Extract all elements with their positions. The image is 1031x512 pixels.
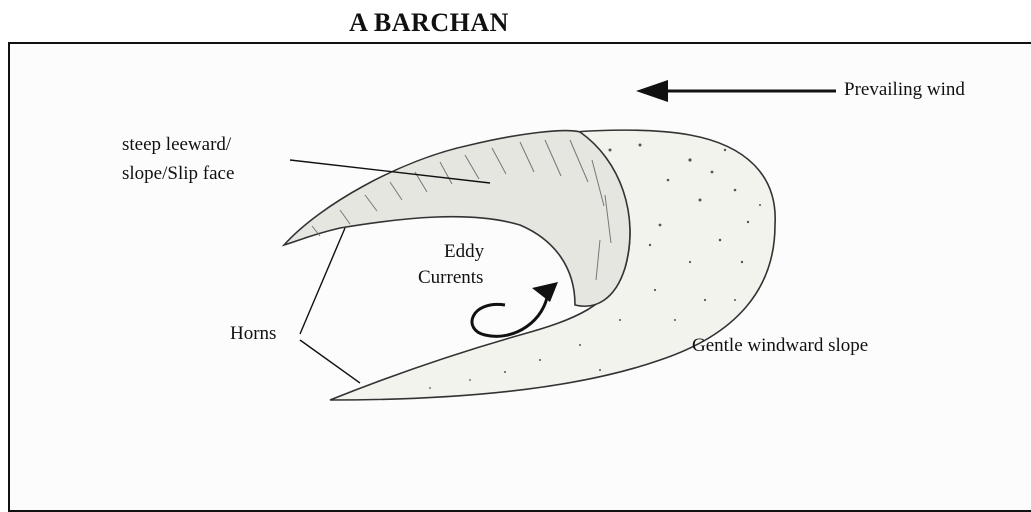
slip-face-label-line1: steep leeward/ <box>122 133 231 157</box>
windward-slope-label: Gentle windward slope <box>692 334 868 358</box>
horns-label: Horns <box>230 322 276 346</box>
wind-arrow <box>636 80 836 102</box>
prevailing-wind-label: Prevailing wind <box>844 78 965 102</box>
horns-leader-upper <box>300 228 345 334</box>
slip-face-label-line2: slope/Slip face <box>122 162 234 186</box>
horns-leader-lower <box>300 340 360 383</box>
eddy-label-line1: Eddy <box>444 240 484 264</box>
barchan-drawing <box>0 0 1031 498</box>
eddy-label-line2: Currents <box>418 266 483 290</box>
